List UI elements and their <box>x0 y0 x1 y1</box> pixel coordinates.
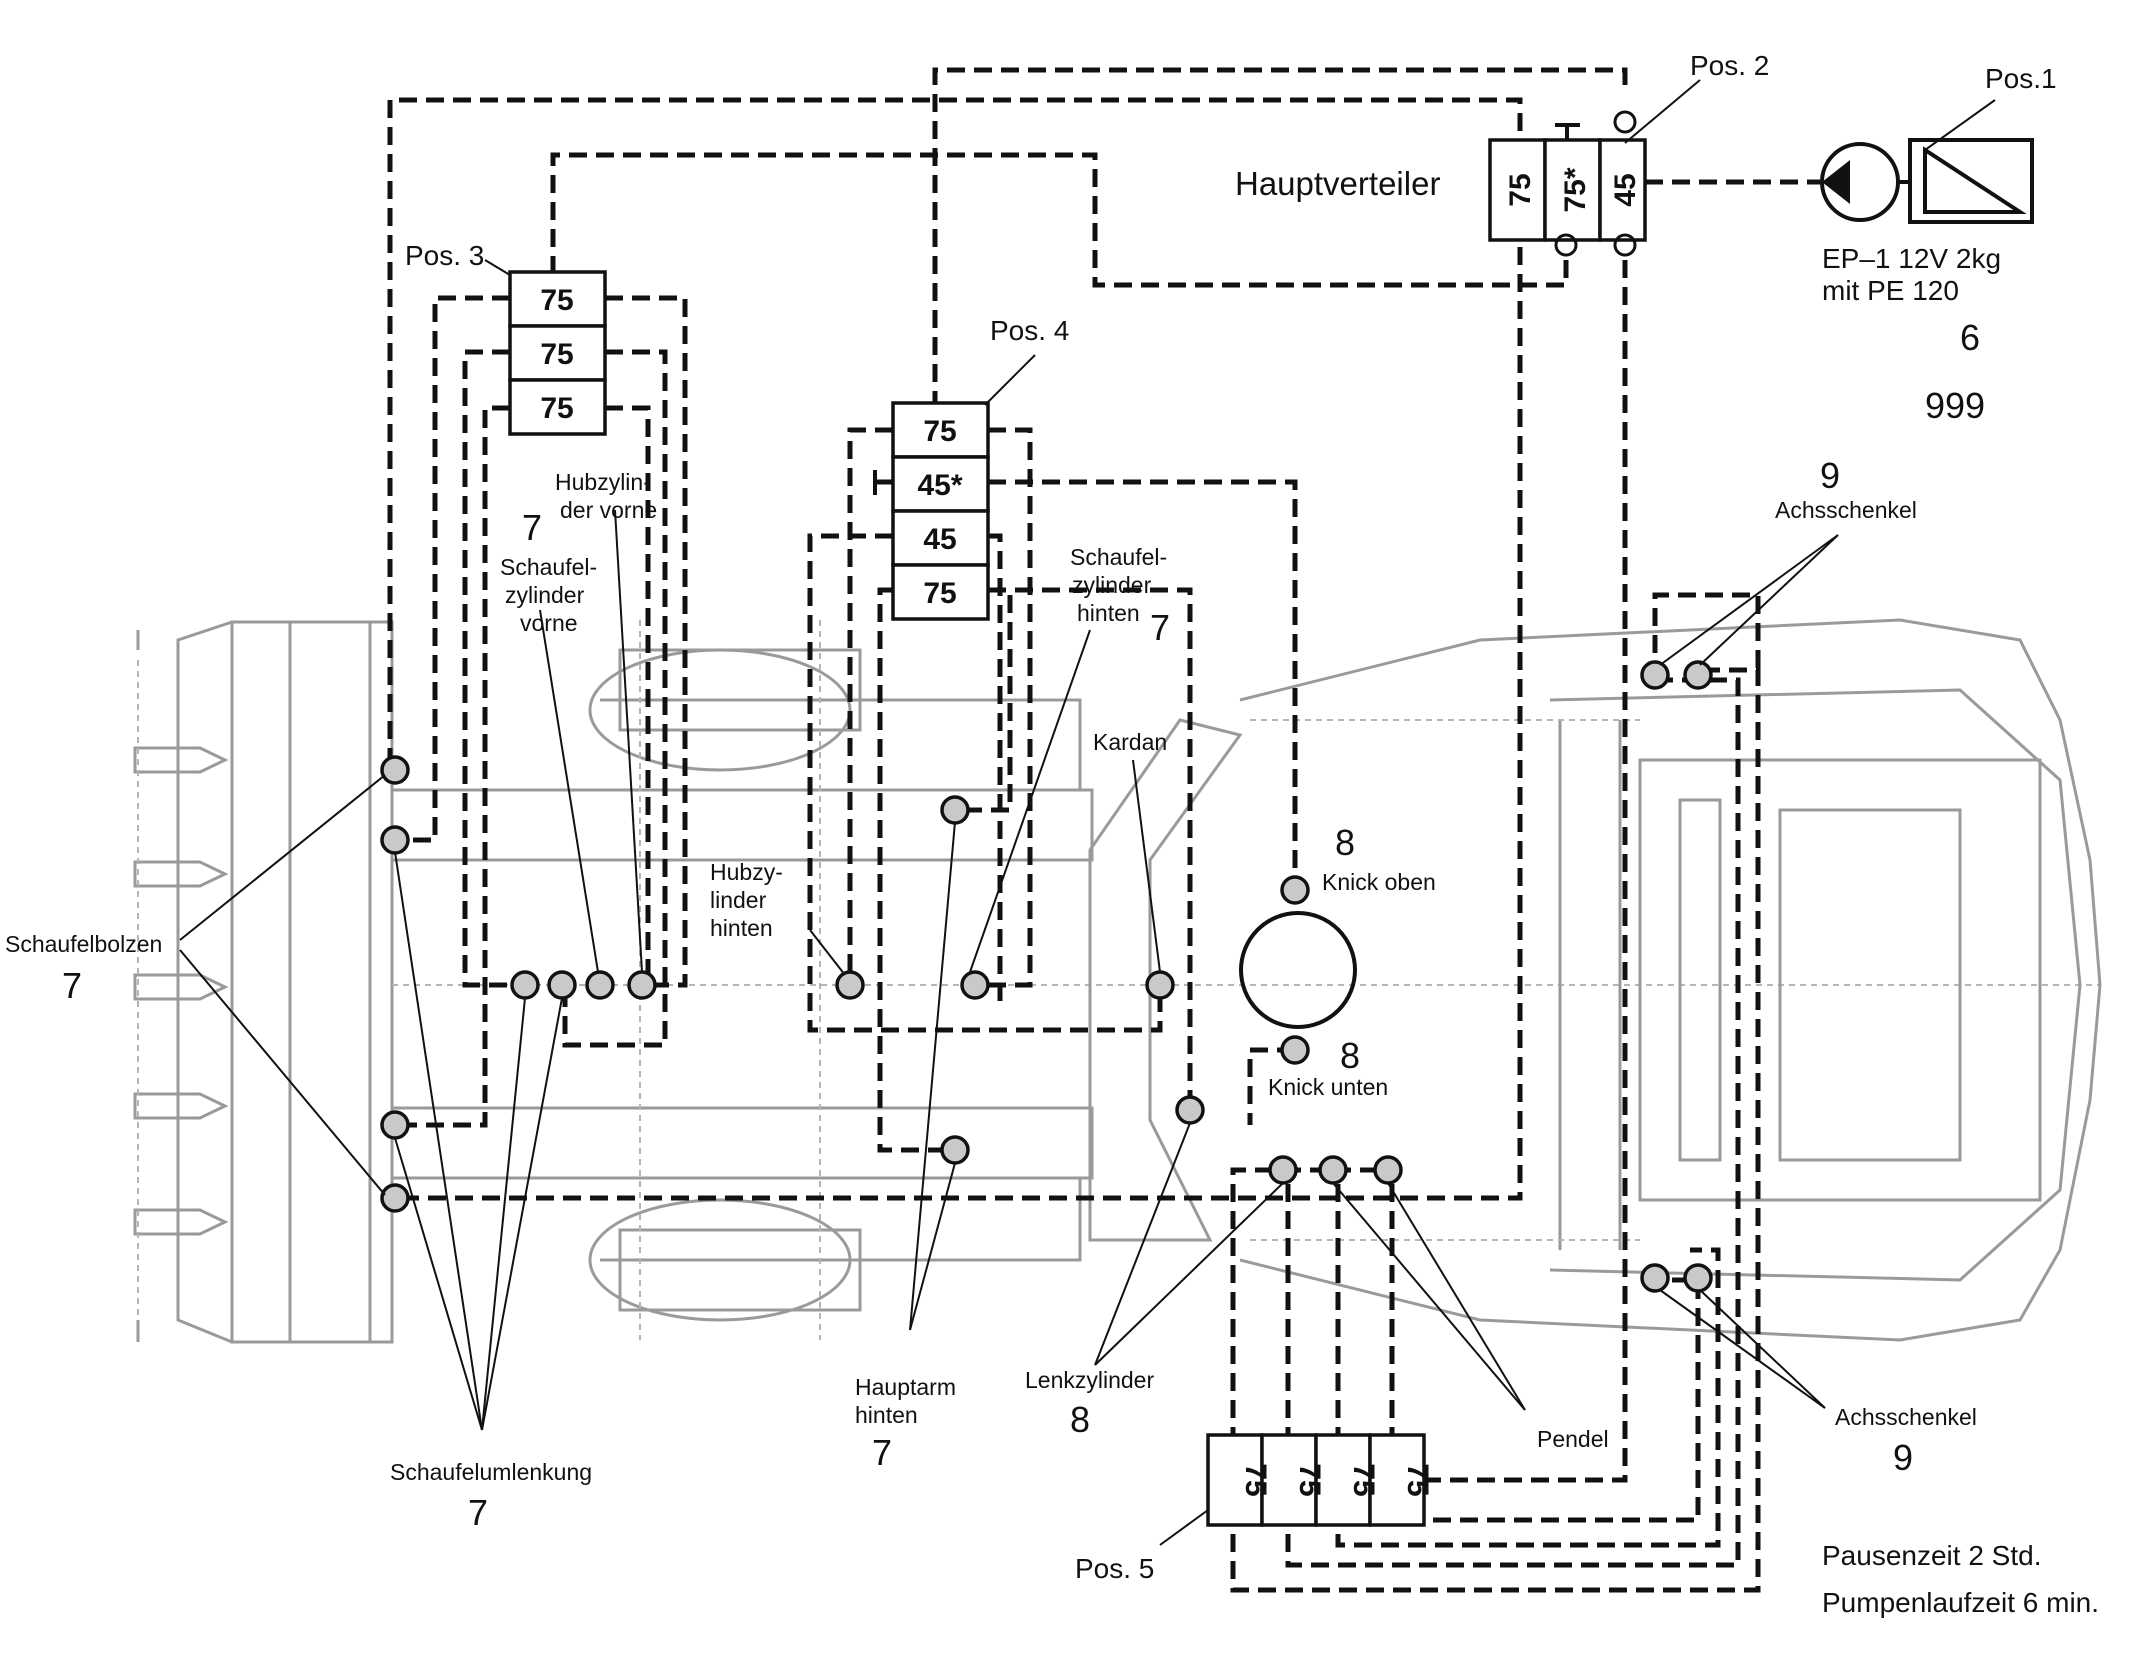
lubrication-lines <box>387 67 1820 1593</box>
label-hauptarm-1: Hauptarm <box>855 1374 956 1400</box>
label-num7-vorne: 7 <box>522 507 542 548</box>
label-num7-bolzen: 7 <box>62 965 82 1006</box>
label-num8-oben: 8 <box>1335 822 1355 863</box>
pos4-block: 75 45* 45 75 <box>891 401 990 621</box>
point-hubzyl-vorne <box>627 970 657 1000</box>
label-knick-oben: Knick oben <box>1322 869 1436 895</box>
label-hubzylinder-vorne-1: Hubzylin- <box>555 469 651 495</box>
label-schaufelzyl-hinten-1: Schaufel- <box>1070 544 1167 570</box>
label-num9-top: 9 <box>1820 455 1840 496</box>
point-lenkzyl-1 <box>1175 1095 1205 1125</box>
label-num7-hauptarm: 7 <box>872 1432 892 1473</box>
label-num8-lenk: 8 <box>1070 1399 1090 1440</box>
label-pump-999: 999 <box>1925 385 1985 426</box>
label-schaufelzyl-vorne-2: zylinder <box>505 582 585 608</box>
point-achsschenkel-top-1 <box>1640 660 1670 690</box>
label-schaufelbolzen: Schaufelbolzen <box>5 931 162 957</box>
label-schaufelzyl-vorne-1: Schaufel- <box>500 554 597 580</box>
pos5-outlet-1: 75 <box>1239 1463 1272 1496</box>
hv-outlet-1: 75 <box>1504 173 1537 206</box>
label-pausenzeit: Pausenzeit 2 Std. <box>1822 1540 2041 1571</box>
pos3-block: 75 75 75 <box>508 270 607 436</box>
pump-pos1 <box>1820 138 2034 224</box>
knick-joint <box>1239 911 1357 1029</box>
pos4-outlet-3: 45 <box>923 523 956 556</box>
label-schaufelzyl-hinten-2: zylinder <box>1072 572 1152 598</box>
label-hubzyl-hinten-3: hinten <box>710 915 773 941</box>
pos3-outlet-2: 75 <box>540 338 573 371</box>
point-schaufelzyl-vorne-2 <box>547 970 577 1000</box>
point-achsschenkel-bottom-2 <box>1683 1263 1713 1293</box>
point-pendel-1 <box>1318 1155 1348 1185</box>
pos5-outlet-4: 75 <box>1401 1463 1434 1496</box>
label-schaufelzyl-hinten-3: hinten <box>1077 600 1140 626</box>
label-pos4: Pos. 4 <box>990 315 1069 346</box>
point-umlenkung-2 <box>380 1110 410 1140</box>
front-frame-drawing <box>390 620 2100 1340</box>
vehicle-outline <box>133 618 2102 1344</box>
label-hubzylinder-vorne-2: der vorne <box>560 497 657 523</box>
hv-outlet-2: 75* <box>1559 167 1592 212</box>
label-hauptverteiler: Hauptverteiler <box>1235 165 1440 202</box>
label-hauptarm-2: hinten <box>855 1402 918 1428</box>
label-num7-hinten: 7 <box>1150 607 1170 648</box>
bucket-drawing <box>133 620 394 1344</box>
point-hauptarm-bottom <box>940 1135 970 1165</box>
point-hubzyl-hinten <box>835 970 865 1000</box>
label-pump-line1: EP–1 12V 2kg <box>1822 243 2001 274</box>
label-achsschenkel-bottom: Achsschenkel <box>1835 1404 1977 1430</box>
label-pos1: Pos.1 <box>1985 63 2057 94</box>
point-hauptarm-top <box>940 795 970 825</box>
point-lenkzyl-2 <box>1268 1155 1298 1185</box>
label-pumpenlaufzeit: Pumpenlaufzeit 6 min. <box>1822 1587 2099 1618</box>
pos5-block: 75 75 75 75 <box>1206 1433 1434 1527</box>
point-schaufelzyl-vorne-3 <box>585 970 615 1000</box>
point-umlenkung-1 <box>380 825 410 855</box>
label-pos2: Pos. 2 <box>1690 50 1769 81</box>
text-labels: Pos.1 Pos. 2 Pos. 3 Pos. 4 Pos. 5 Hauptv… <box>5 50 2099 1618</box>
pos3-outlet-3: 75 <box>540 392 573 425</box>
label-schaufelumlenkung: Schaufelumlenkung <box>390 1459 592 1485</box>
pos5-outlet-3: 75 <box>1347 1463 1380 1496</box>
label-achsschenkel-top: Achsschenkel <box>1775 497 1917 523</box>
label-kardan: Kardan <box>1093 729 1167 755</box>
label-num9-bottom: 9 <box>1893 1437 1913 1478</box>
label-pos5: Pos. 5 <box>1075 1553 1154 1584</box>
label-pos3: Pos. 3 <box>405 240 484 271</box>
point-achsschenkel-bottom-1 <box>1640 1263 1670 1293</box>
label-num8-unten: 8 <box>1340 1035 1360 1076</box>
label-knick-unten: Knick unten <box>1268 1074 1388 1100</box>
pos4-outlet-4: 75 <box>923 577 956 610</box>
pos3-outlet-1: 75 <box>540 284 573 317</box>
pos4-outlet-2: 45* <box>917 469 962 502</box>
point-schaufelbolzen-bottom <box>380 1183 410 1213</box>
rear-body-drawing <box>1088 618 2102 1342</box>
point-achsschenkel-top-2 <box>1683 660 1713 690</box>
point-schaufelbolzen-top <box>380 755 410 785</box>
label-pump-line2: mit PE 120 <box>1822 275 1959 306</box>
point-kardan <box>1145 970 1175 1000</box>
point-knick-unten <box>1280 1035 1310 1065</box>
label-schaufelzyl-vorne-3: vorne <box>520 610 578 636</box>
pos5-outlet-2: 75 <box>1293 1463 1326 1496</box>
point-pendel-2 <box>1373 1155 1403 1185</box>
leader-lines <box>179 79 1996 1546</box>
point-schaufelzyl-vorne-1 <box>510 970 540 1000</box>
label-pendel: Pendel <box>1537 1426 1609 1452</box>
label-pump-6: 6 <box>1960 317 1980 358</box>
point-knick-oben <box>1280 875 1310 905</box>
hv-outlet-3: 45 <box>1609 173 1642 206</box>
hauptverteiler-block: 75 75* 45 <box>1488 110 1647 257</box>
pos4-outlet-1: 75 <box>923 415 956 448</box>
label-num7-umlenkung: 7 <box>468 1492 488 1533</box>
point-schaufelzyl-hinten <box>960 970 990 1000</box>
label-hubzyl-hinten-2: linder <box>710 887 767 913</box>
label-lenkzylinder: Lenkzylinder <box>1025 1367 1154 1393</box>
label-hubzyl-hinten-1: Hubzy- <box>710 859 783 885</box>
lubrication-points <box>380 660 1713 1293</box>
